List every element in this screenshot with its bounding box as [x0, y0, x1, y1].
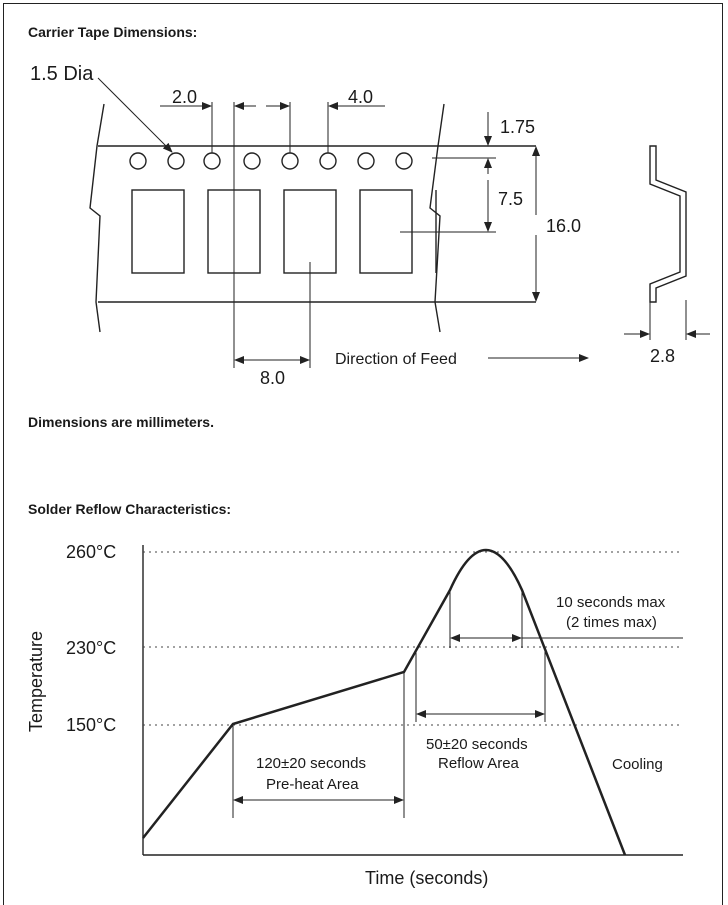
- pitch-sprocket-label: 4.0: [348, 87, 373, 107]
- reflow-profile-curve: [142, 548, 627, 856]
- center-label: 7.5: [498, 189, 523, 209]
- tick-260: 260°C: [66, 542, 116, 562]
- x-axis-label: Time (seconds): [365, 868, 488, 888]
- solder-reflow-heading: Solder Reflow Characteristics:: [28, 501, 232, 517]
- edge-label: 1.75: [500, 117, 535, 137]
- peak-note-1: 10 seconds max: [556, 594, 666, 611]
- units-note: Dimensions are millimeters.: [28, 414, 214, 430]
- width-label: 16.0: [546, 216, 581, 236]
- preheat-label-2: Pre-heat Area: [266, 776, 359, 793]
- tick-230: 230°C: [66, 638, 116, 658]
- y-axis-label: Temperature: [26, 631, 46, 732]
- thickness-label: 2.8: [650, 346, 675, 366]
- pitch-hole-label: 2.0: [172, 87, 197, 107]
- reflow-label-1: 50±20 seconds: [426, 736, 528, 753]
- preheat-label-1: 120±20 seconds: [256, 755, 366, 772]
- carrier-tape-heading: Carrier Tape Dimensions:: [28, 24, 198, 40]
- reflow-label-2: Reflow Area: [438, 755, 520, 772]
- feed-label: Direction of Feed: [335, 351, 457, 368]
- pocket-pitch-label: 8.0: [260, 368, 285, 388]
- tick-150: 150°C: [66, 715, 116, 735]
- hole-dia-label: 1.5 Dia: [30, 63, 94, 85]
- page-frame: [3, 3, 723, 905]
- peak-note-2: (2 times max): [566, 614, 657, 631]
- cooling-label: Cooling: [612, 756, 663, 773]
